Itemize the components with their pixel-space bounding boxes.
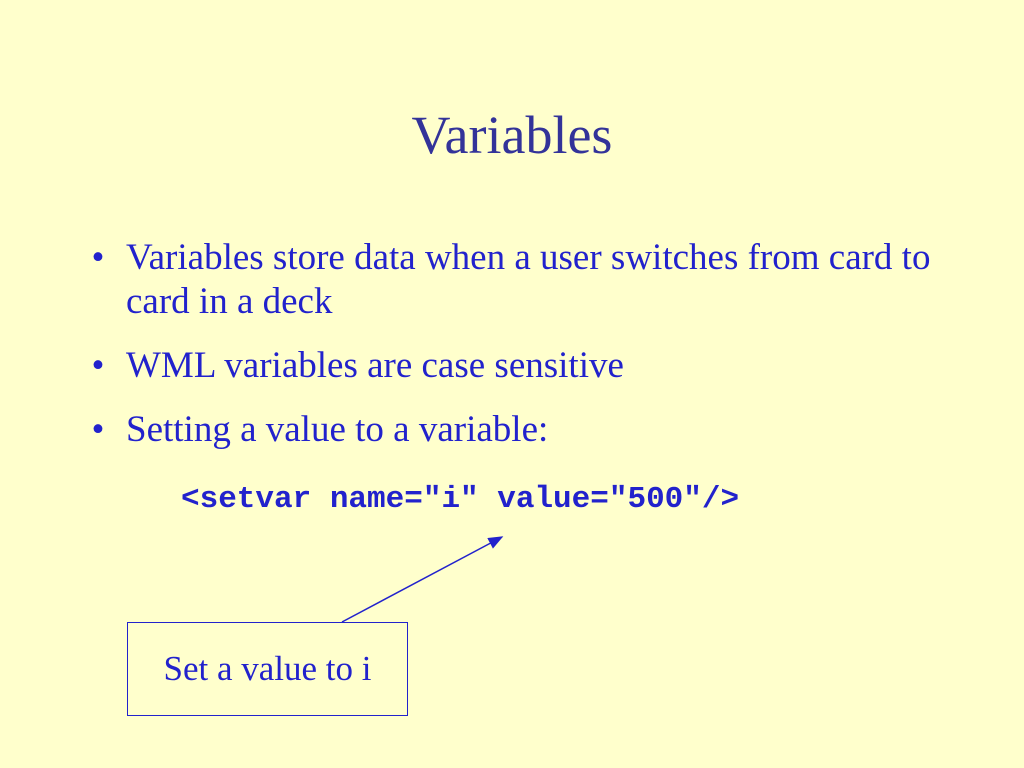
code-example: <setvar name="i" value="500"/> xyxy=(181,482,740,517)
bullet-text: Variables store data when a user switche… xyxy=(126,237,931,322)
bullet-text: WML variables are case sensitive xyxy=(126,345,624,386)
callout-text: Set a value to i xyxy=(163,649,372,688)
bullet-marker: • xyxy=(91,345,105,386)
slide-title: Variables xyxy=(411,105,613,165)
bullet-list: • Variables store data when a user switc… xyxy=(86,236,946,472)
callout-box: Set a value to i xyxy=(127,622,408,716)
bullet-text: Setting a value to a variable: xyxy=(126,409,549,450)
bullet-item: • WML variables are case sensitive xyxy=(86,344,946,388)
bullet-item: • Setting a value to a variable: xyxy=(86,408,946,452)
bullet-marker: • xyxy=(91,237,105,278)
bullet-item: • Variables store data when a user switc… xyxy=(86,236,946,324)
bullet-marker: • xyxy=(91,409,105,450)
